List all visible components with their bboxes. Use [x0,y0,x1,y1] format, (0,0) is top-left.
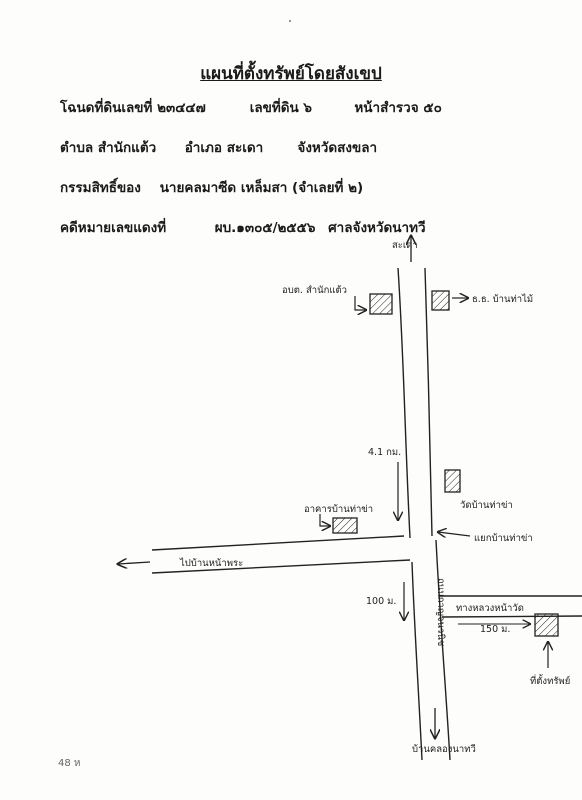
deed-line: โฉนดที่ดินเลขที่ ๒๓๔๔๗ เลขที่ดิน ๖ หน้าส… [60,96,442,118]
land-no-field: เลขที่ดิน ๖ [250,96,350,118]
office-building-icon [332,517,358,534]
main-road-west-edge [397,267,411,539]
school-label: อบต. สำนักแต้ว [282,285,347,296]
survey-number: ๕๐ [423,100,442,116]
west-road-label: ไปบ้านหน้าพระ [179,557,243,569]
property-label: ที่ตั้งทรัพย์ [530,674,570,687]
south-destination-label: บ้านคลองนาทวี [412,743,476,755]
west-road-south-edge [151,559,411,574]
handwritten-note: 48 ห [58,758,81,769]
property-location-icon [534,613,559,637]
bank-building-icon [431,290,450,311]
location-line: ตำบล สำนักแต้ว อำเภอ สะเดา จังหวัดสงขลา [60,136,377,158]
deed-field: โฉนดที่ดินเลขที่ ๒๓๔๔๗ [60,96,245,118]
court-name: ศาลจังหวัดนาทวี [328,220,426,236]
land-no-label: เลขที่ดิน [249,100,299,116]
junction-label: แยกบ้านท่าข่า [474,533,533,544]
main-road-east-edge [424,267,433,537]
case-line: คดีหมายเลขแดงที่ ผบ.๑๓๐๕/๒๕๕๖ ศาลจังหวัด… [60,216,426,238]
bank-label: ธ.ธ. บ้านท่าไม้ [472,293,533,305]
west-road-north-edge [151,535,405,551]
school-pointer-arrow [354,296,366,310]
tambon-text: ตำบล สำนักแต้ว [60,140,157,156]
distance-label-1: 4.1 กม. [368,447,401,458]
road-lines [151,267,582,761]
school-building-icon [369,293,393,315]
north-destination-label: สะเดา [392,240,418,251]
main-road-south-east-edge [435,539,451,761]
distance-label-3: 150 ม. [480,624,510,635]
owner-line: กรรมสิทธิ์ของ นายคลมาซีด เหล็มสา (จำเลยท… [60,176,363,198]
office-pointer-arrow [319,514,330,526]
side-road-label: ทางหลวงหน้าวัด [456,603,524,614]
distance-label-2: 100 ม. [366,596,396,607]
temple-label: วัดบ้านท่าข่า [460,500,513,511]
amphoe-text: อำเภอ สะเดา [184,140,264,156]
main-road-south-west-edge [411,561,423,761]
case-label: คดีหมายเลขแดงที่ [60,220,167,236]
owner-label: กรรมสิทธิ์ของ [60,180,141,196]
deed-number: ๒๓๔๔๗ [157,100,206,116]
main-road-label: ถนนกาญจนวนิช [435,578,446,647]
land-number: ๖ [303,100,312,116]
survey-label: หน้าสำรวจ [354,100,419,116]
deed-label: โฉนดที่ดินเลขที่ [60,100,153,116]
junction-pointer-arrow [438,532,471,536]
temple-building-icon [444,469,461,493]
scan-speck [289,20,291,22]
office-label: อาคารบ้านท่าข่า [304,504,373,515]
page-title: แผนที่ตั้งทรัพย์โดยสังเขป [200,64,382,84]
owner-name: นายคลมาซีด เหล็มสา (จำเลยที่ ๒) [159,180,364,196]
case-number: ผบ.๑๓๐๕/๒๕๕๖ [214,220,316,236]
west-direction-arrow [118,562,151,564]
province-text: จังหวัดสงขลา [297,140,378,156]
survey-field: หน้าสำรวจ ๕๐ [354,96,441,118]
east-road-south-edge [441,615,582,618]
